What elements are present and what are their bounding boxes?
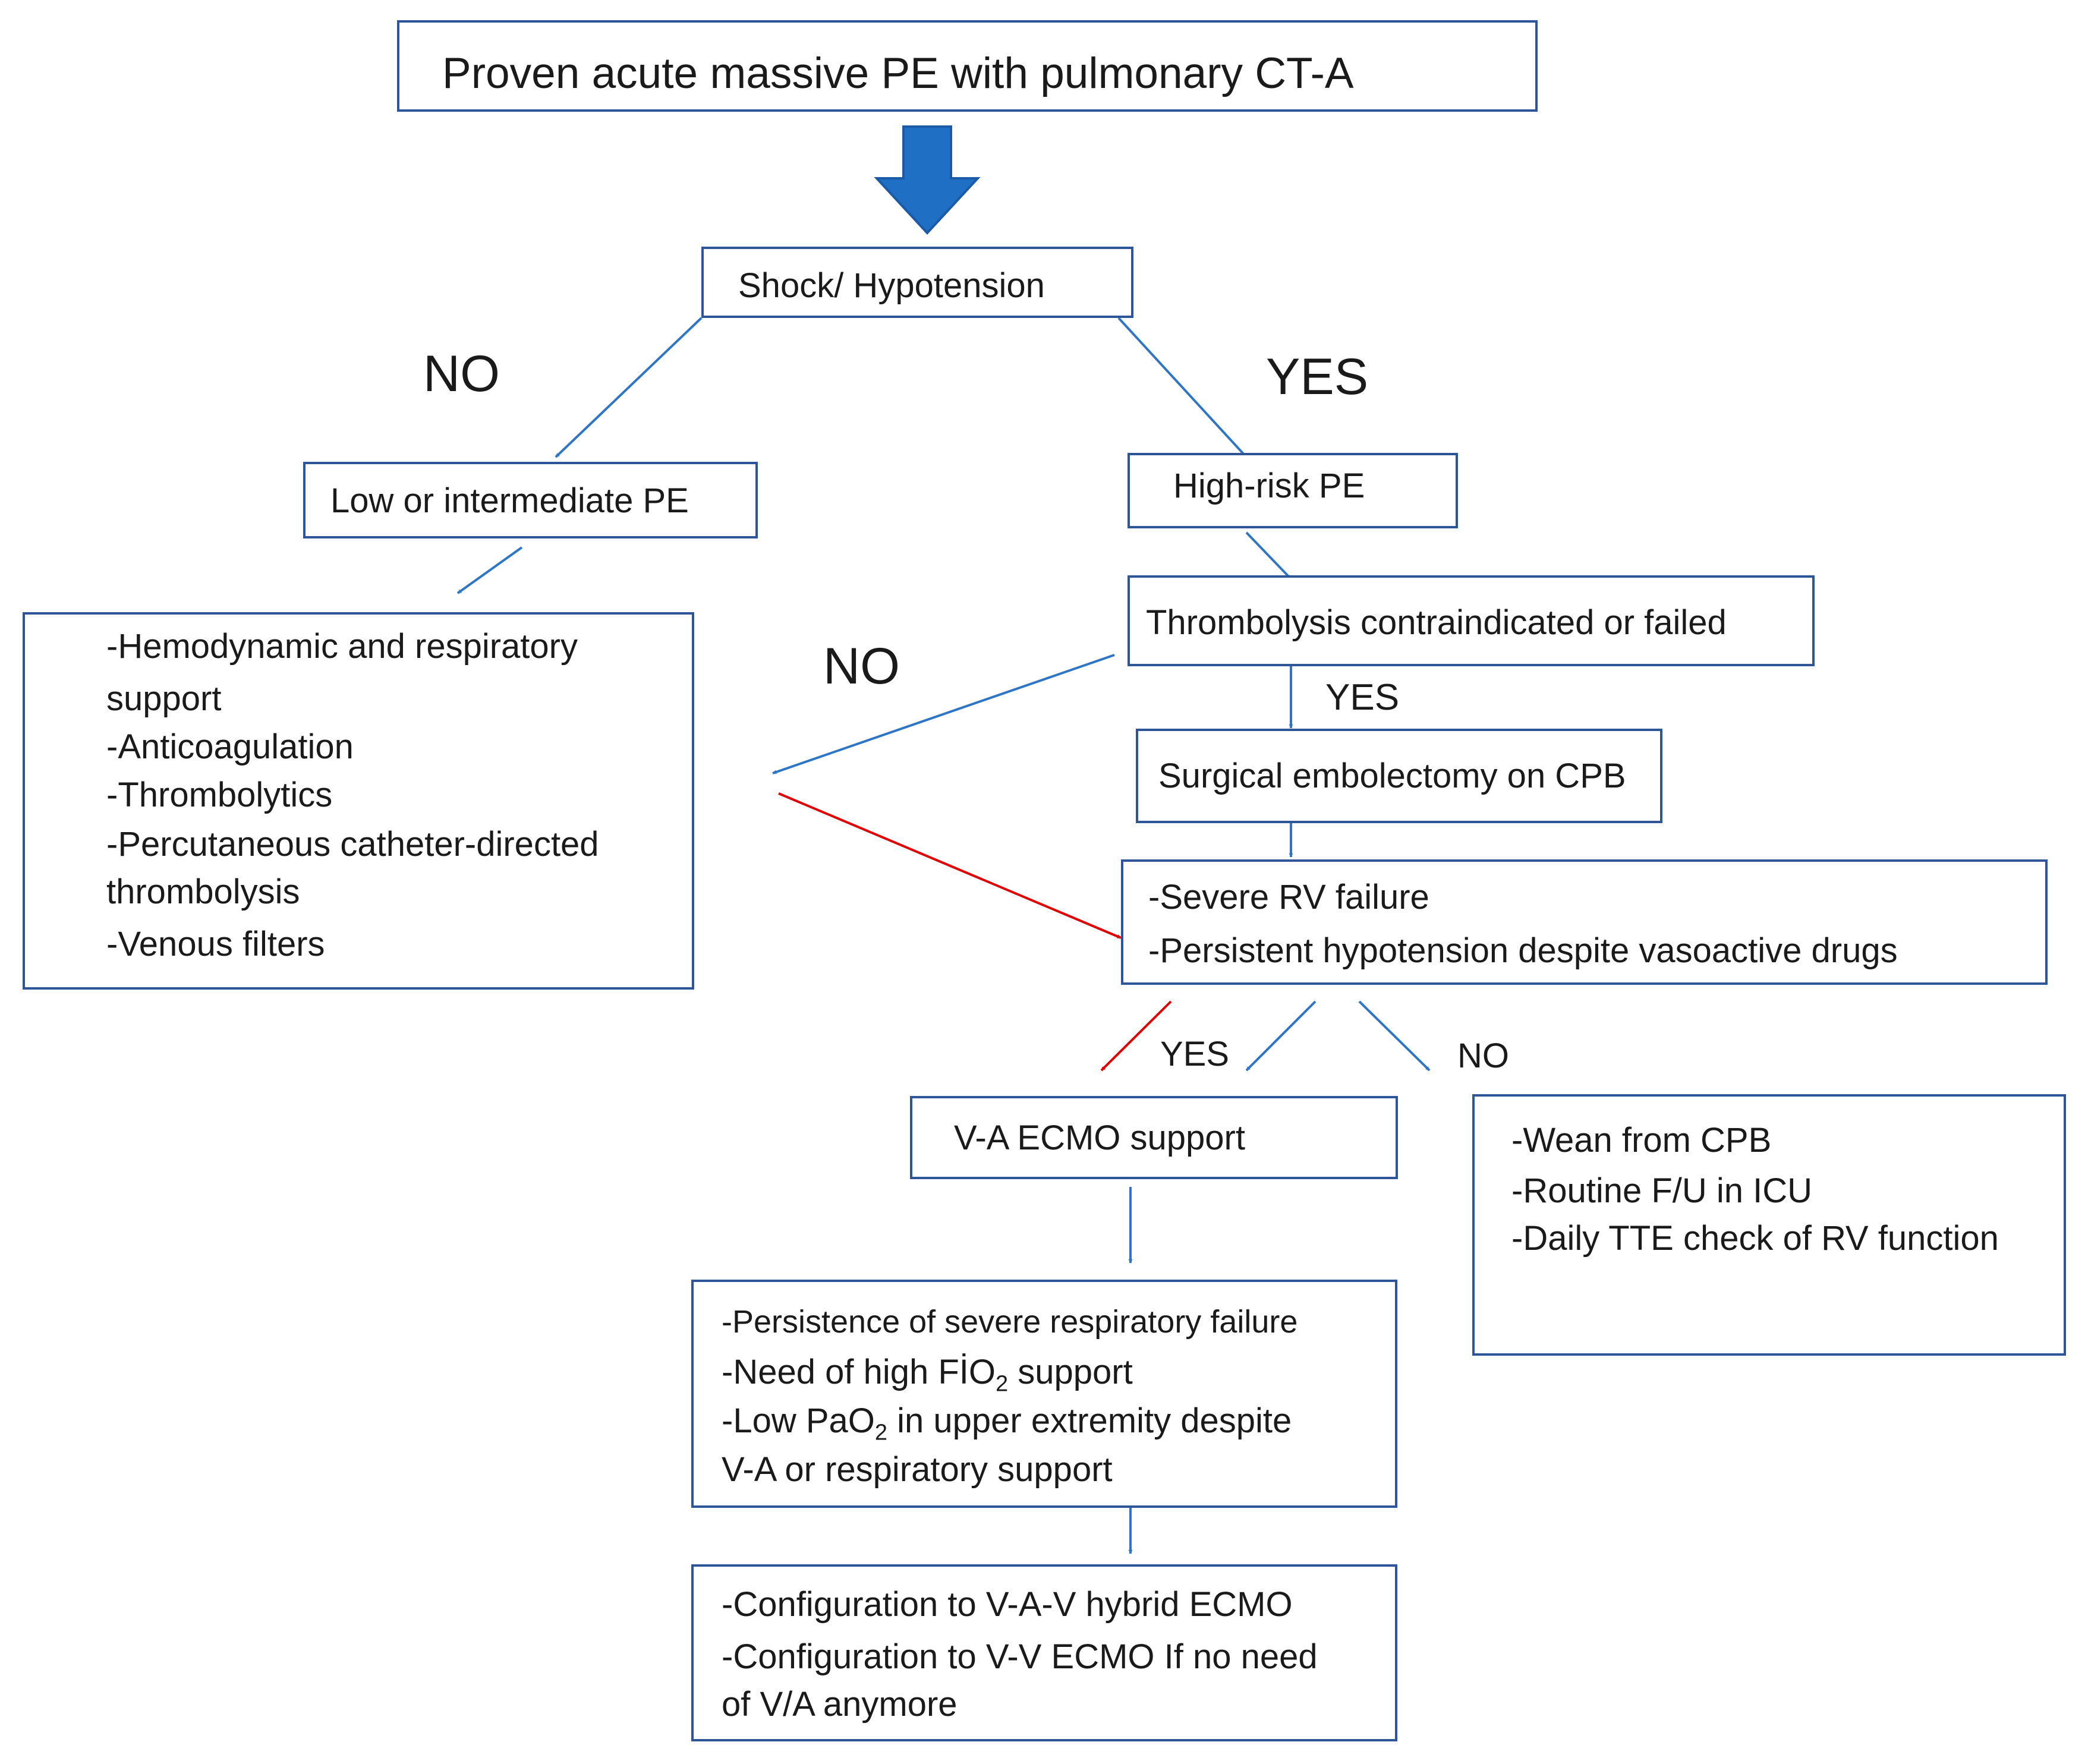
rv-failure-line-1: -Severe RV failure — [1148, 878, 1429, 916]
yes-label-shock: YES — [1266, 348, 1369, 405]
treatment-line-4: -Thrombolytics — [106, 776, 333, 814]
wean-line-3: -Daily TTE check of RV function — [1511, 1219, 1999, 1258]
no-label-shock: NO — [423, 345, 500, 402]
arrow-shock-to-high-pe — [1117, 317, 1248, 458]
treatment-box: -Hemodynamic and respiratory support -An… — [23, 612, 694, 990]
arrow-red-to-rv-failure — [778, 792, 1122, 939]
arrow-thrombolysis-no — [772, 654, 1115, 774]
treatment-line-2: support — [106, 679, 222, 718]
low-pe-text: Low or intermediate PE — [330, 481, 689, 520]
arrow-low-pe-to-treatment — [456, 546, 523, 594]
treatment-line-1: -Hemodynamic and respiratory — [106, 627, 578, 666]
respiratory-line-2-text: -Need of high FİO — [722, 1353, 996, 1391]
respiratory-box: -Persistence of severe respiratory failu… — [691, 1280, 1397, 1508]
respiratory-line-2-subscript: 2 — [996, 1371, 1009, 1397]
thrombolysis-box: Thrombolysis contraindicated or failed — [1128, 575, 1815, 666]
wean-line-1: -Wean from CPB — [1511, 1121, 1772, 1160]
start-text: Proven acute massive PE with pulmonary C… — [442, 49, 1354, 97]
surgical-text: Surgical embolectomy on CPB — [1158, 757, 1626, 795]
high-pe-text: High-risk PE — [1173, 467, 1365, 505]
config-line-2: -Configuration to V-V ECMO If no need — [722, 1637, 1318, 1676]
respiratory-line-2: -Need of high FİO2 support — [722, 1352, 1133, 1397]
treatment-line-6: thrombolysis — [106, 872, 300, 911]
arrow-red-rv-to-ecmo — [1100, 1000, 1172, 1072]
wean-line-2: -Routine F/U in ICU — [1511, 1171, 1813, 1210]
treatment-line-7: -Venous filters — [106, 925, 325, 963]
respiratory-line-3-subscript: 2 — [874, 1420, 888, 1445]
config-line-3: of V/A anymore — [722, 1685, 958, 1724]
surgical-box: Surgical embolectomy on CPB — [1136, 729, 1662, 823]
arrow-high-pe-to-thrombolysis — [1245, 531, 1292, 580]
yes-label-rv: YES — [1160, 1035, 1230, 1073]
start-box: Proven acute massive PE with pulmonary C… — [397, 20, 1538, 112]
no-label-thrombolysis: NO — [823, 638, 900, 695]
rv-failure-box: -Severe RV failure -Persistent hypotensi… — [1121, 859, 2048, 985]
respiratory-line-4: V-A or respiratory support — [722, 1450, 1113, 1489]
respiratory-line-3: -Low PaO2 in upper extremity despite — [722, 1401, 1292, 1446]
yes-label-thrombolysis: YES — [1325, 677, 1400, 718]
ecmo-box: V-A ECMO support — [910, 1096, 1398, 1179]
ecmo-text: V-A ECMO support — [954, 1119, 1245, 1157]
rv-failure-line-2: -Persistent hypotension despite vasoacti… — [1148, 931, 1898, 970]
shock-text: Shock/ Hypotension — [738, 266, 1045, 305]
arrow-rv-no — [1358, 1000, 1431, 1072]
respiratory-line-1: -Persistence of severe respiratory failu… — [722, 1304, 1298, 1340]
respiratory-line-3-text: -Low PaO — [722, 1401, 875, 1440]
arrow-rv-yes — [1245, 1000, 1317, 1072]
treatment-line-5: -Percutaneous catheter-directed — [106, 825, 599, 864]
no-label-rv: NO — [1457, 1037, 1509, 1075]
arrow-shock-to-low-pe — [555, 317, 703, 458]
shock-box: Shock/ Hypotension — [701, 247, 1133, 318]
thrombolysis-text: Thrombolysis contraindicated or failed — [1146, 603, 1727, 642]
wean-box: -Wean from CPB -Routine F/U in ICU -Dail… — [1472, 1094, 2066, 1356]
respiratory-line-3-tail: in upper extremity despite — [887, 1401, 1292, 1440]
main-block-arrow — [874, 125, 981, 235]
treatment-line-3: -Anticoagulation — [106, 727, 354, 766]
low-pe-box: Low or intermediate PE — [303, 462, 758, 538]
config-line-1: -Configuration to V-A-V hybrid ECMO — [722, 1585, 1293, 1624]
high-pe-box: High-risk PE — [1128, 453, 1458, 528]
configuration-box: -Configuration to V-A-V hybrid ECMO -Con… — [691, 1564, 1397, 1741]
respiratory-line-2-tail: support — [1008, 1353, 1133, 1391]
